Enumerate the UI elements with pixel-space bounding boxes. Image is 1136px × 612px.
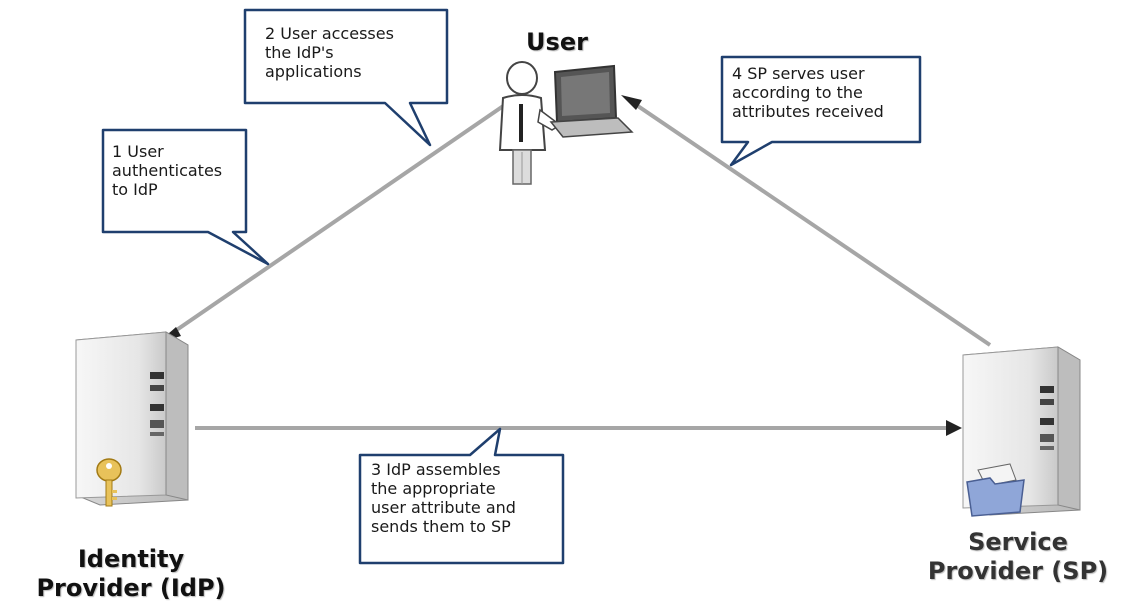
callout-box-step-1 bbox=[101, 128, 270, 266]
callout-box-step-4 bbox=[720, 55, 922, 167]
callout-box-step-3 bbox=[358, 427, 565, 565]
arrow-idp-to-sp bbox=[195, 420, 962, 436]
user-label: User bbox=[526, 28, 588, 56]
server-with-key-icon bbox=[75, 331, 189, 507]
arrow-sp-to-user bbox=[621, 95, 992, 347]
callout-box-step-2 bbox=[243, 8, 449, 147]
callout-step-4: 4 SP serves user according to the attrib… bbox=[732, 64, 884, 121]
callout-step-1: 1 User authenticates to IdP bbox=[112, 142, 223, 199]
server-with-folder-icon bbox=[962, 346, 1081, 517]
callout-step-2: 2 User accesses the IdP's applications bbox=[265, 24, 394, 81]
user-with-laptop-icon bbox=[498, 61, 634, 185]
idp-label: Identity Provider (IdP) bbox=[36, 545, 226, 602]
sp-label: Service Provider (SP) bbox=[927, 528, 1109, 585]
callout-step-3: 3 IdP assembles the appropriate user att… bbox=[371, 460, 516, 536]
